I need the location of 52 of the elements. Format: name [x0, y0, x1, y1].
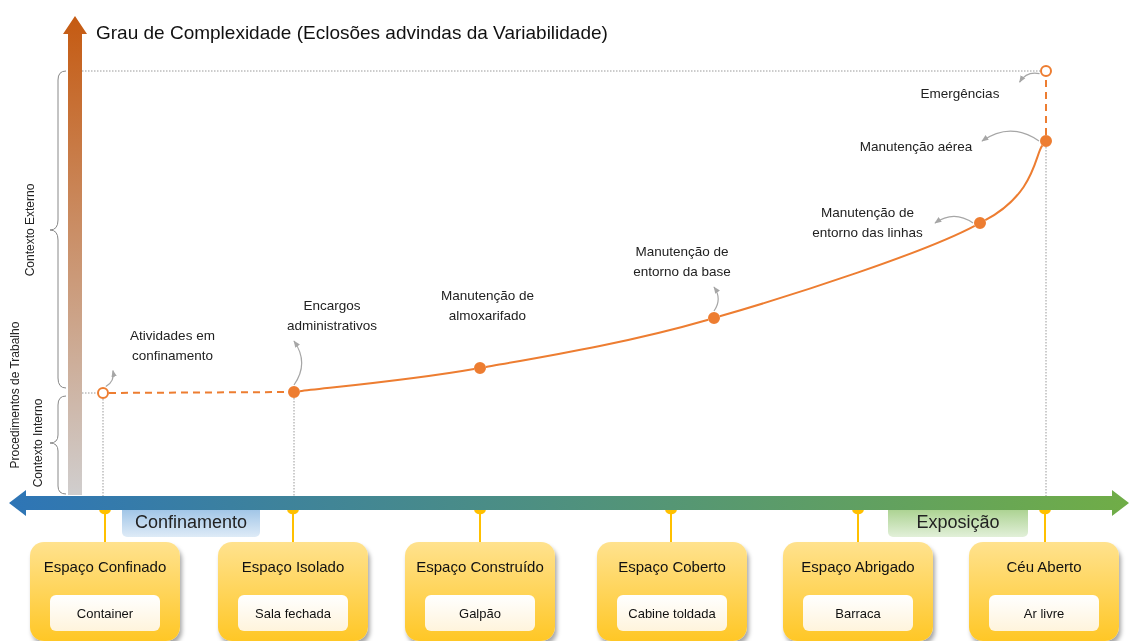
- example-label: Galpão: [425, 595, 535, 631]
- card-heading: Espaço Coberto: [617, 558, 727, 575]
- data-point: [97, 387, 109, 399]
- card-heading: Espaço Isolado: [240, 558, 346, 575]
- point-label: Manutenção aérea: [855, 137, 977, 157]
- data-point: [474, 362, 486, 374]
- curve-segment: [984, 144, 1044, 222]
- point-label: Manutenção de entorno das linhas: [805, 203, 930, 243]
- projection-line: [102, 398, 104, 497]
- leader-arrow: [934, 215, 974, 224]
- example-label: Ar livre: [989, 595, 1099, 631]
- data-point: [1040, 135, 1052, 147]
- curve-segment: [484, 318, 710, 368]
- space-card: [218, 542, 368, 641]
- point-label: Manutenção de entorno da base: [622, 242, 742, 282]
- leader-arrow: [105, 369, 117, 388]
- example-label: Cabine toldada: [617, 595, 727, 631]
- space-card: [30, 542, 180, 641]
- point-label: Manutenção de almoxarifado: [420, 286, 555, 326]
- space-card: [969, 542, 1119, 641]
- curve-segment: [298, 368, 476, 393]
- data-point: [708, 312, 720, 324]
- data-point: [1040, 65, 1052, 77]
- card-heading: Espaço Construído: [415, 558, 545, 575]
- card-heading: Céu Aberto: [1005, 558, 1083, 575]
- example-label: Container: [50, 595, 160, 631]
- leader-arrow: [1019, 72, 1041, 83]
- projection-line: [293, 397, 295, 497]
- category-band: Confinamento: [122, 508, 260, 537]
- card-heading: Espaço Confinado: [42, 558, 168, 575]
- example-label: Barraca: [803, 595, 913, 631]
- curve-segment: [718, 224, 976, 318]
- axis-range-label: Procedimentos de Trabalho: [8, 321, 22, 469]
- category-band: Exposição: [888, 508, 1028, 537]
- space-card: [405, 542, 555, 641]
- axis-range-label: Contexto Externo: [23, 183, 37, 277]
- leader-arrow: [713, 286, 720, 312]
- projection-line: [1045, 146, 1047, 497]
- example-label: Sala fechada: [238, 595, 348, 631]
- point-label: Encargos administrativos: [262, 296, 402, 336]
- point-label: Emergências: [905, 84, 1015, 104]
- point-label: Atividades em confinamento: [115, 326, 230, 366]
- data-point: [288, 386, 300, 398]
- data-point: [974, 217, 986, 229]
- space-card: [783, 542, 933, 641]
- axis-range-label: Contexto Interno: [31, 398, 45, 488]
- space-card: [597, 542, 747, 641]
- axis-title: Grau de Complexidade (Eclosões advindas da Variabilidade): [96, 22, 608, 44]
- leader-arrow: [981, 130, 1040, 142]
- leader-arrow: [293, 340, 303, 386]
- card-heading: Espaço Abrigado: [800, 558, 916, 575]
- horizontal-axis-arrow: [9, 490, 1129, 516]
